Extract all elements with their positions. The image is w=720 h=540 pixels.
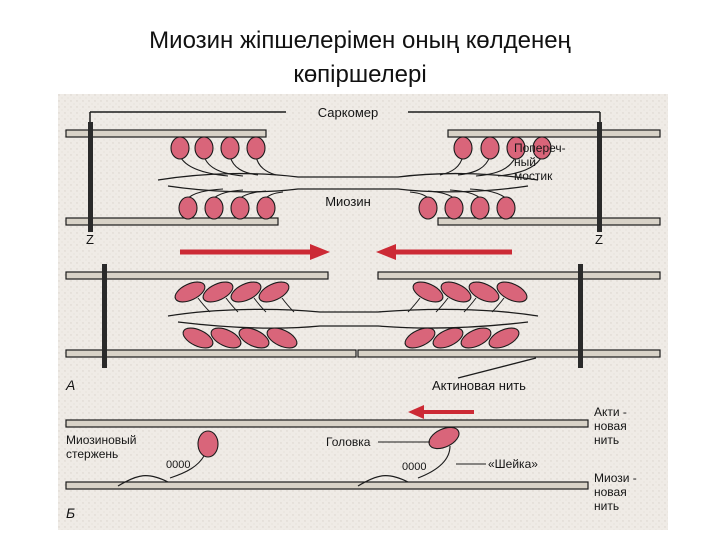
myosin-heads-top [170,136,552,160]
myosin-label: Миозин [325,194,371,209]
myosin-head [178,196,198,220]
myosin-head [238,327,270,349]
cross-bridge-label-1: Попереч- [514,141,566,155]
myosin-head [418,196,438,220]
myosin-head [488,327,520,349]
panel-b-label: Б [66,505,75,521]
myosin-head [220,136,240,160]
myosin-head [532,136,552,160]
myosin-backbone [167,308,539,317]
actin-b-label-3: нить [594,433,619,447]
panel-a-label: А [65,377,75,393]
z-label-right: Z [595,232,603,247]
myosin-head [432,327,464,349]
myosin-head [480,136,500,160]
tilted-heads-bottom [182,327,520,349]
actin-filament-label: Актиновая нить [432,378,526,393]
myosin-head [444,196,464,220]
myosin-head [230,281,262,303]
myosin-head [496,196,516,220]
neck-curls-contracted [197,297,505,313]
contraction-arrows [180,244,512,260]
neck-coil-left-glyph: 0000 [166,459,190,471]
slide-title: Миозин жіпшелерімен оның көлденең көпірш… [60,24,660,92]
myosin-head [412,281,444,303]
sarcomere-figure: Саркомер Z Z Миозин [58,94,668,530]
actin-filament [65,349,357,358]
myosin-head [230,196,250,220]
actin-filament [447,129,661,138]
actin-filament [65,217,279,226]
actin-filament [65,271,329,280]
myosin-head [182,327,214,349]
title-line-1: Миозин жіпшелерімен оның көлденең [149,27,571,54]
myosin-head [258,281,290,303]
cross-bridge-label-3: мостик [514,169,553,183]
contracted-sarcomere: А Актиновая нить [65,264,661,393]
neck-label: «Шейка» [488,457,538,471]
myosin-heads-bottom [178,196,516,220]
myosin-head [496,281,528,303]
myosin-head [204,196,224,220]
myosin-head-b-left [197,430,219,458]
title-line-2: көпіршелері [293,61,427,88]
myosin-head [256,196,276,220]
tilted-heads-top [174,281,528,303]
myosin-head [506,136,526,160]
myosin-backbone [177,321,529,329]
myosin-b-label-1: Миози - [594,471,637,485]
actin-b-label-1: Акти - [594,405,627,419]
myosin-filament-b [65,481,589,490]
arrow-right-head [310,244,330,260]
myosin-b-label-3: нить [594,499,619,513]
myosin-backbone [157,172,539,181]
myosin-head [194,136,214,160]
myosin-head-b-right [428,426,460,450]
arrow-b-head [408,405,424,419]
relaxed-sarcomere: Саркомер Z Z Миозин [65,105,661,247]
myosin-rod-label-2: стержень [66,447,118,461]
neck-b-right [417,445,451,479]
panel-b: 0000 0000 Миозиновый стержень Головка «Ш… [65,405,637,521]
actin-b-label-2: новая [594,419,627,433]
myosin-rod-b-right [357,475,409,487]
z-line-right [597,122,602,232]
actin-filament [65,129,267,138]
myosin-head [440,281,472,303]
actin-filament-b [65,419,589,428]
myosin-head [453,136,473,160]
z-line-left-contracted [102,264,107,368]
z-line-right-contracted [578,264,583,368]
myosin-head [202,281,234,303]
neck-coil-right-glyph: 0000 [402,461,426,473]
z-label-left: Z [86,232,94,247]
myosin-head [460,327,492,349]
myosin-head [404,327,436,349]
myosin-head [170,136,190,160]
z-line-left [88,122,93,232]
myosin-head [210,327,242,349]
head-label: Головка [326,435,371,449]
cross-bridge-label-2: ный [514,155,536,169]
myosin-head [468,281,500,303]
actin-filament [437,217,661,226]
actin-pointer-line [457,357,537,379]
sarcomere-diagram: Саркомер Z Z Миозин [58,94,668,530]
sarcomere-label: Саркомер [318,105,378,120]
myosin-rod-b-left [117,475,169,487]
myosin-rod-label-1: Миозиновый [66,433,136,447]
myosin-b-label-2: новая [594,485,627,499]
arrow-left-head [376,244,396,260]
myosin-head [470,196,490,220]
neck-b-left [169,455,205,479]
actin-filament [377,271,661,280]
actin-filament [357,349,661,358]
myosin-head [266,327,298,349]
myosin-head [174,281,206,303]
myosin-head [246,136,266,160]
